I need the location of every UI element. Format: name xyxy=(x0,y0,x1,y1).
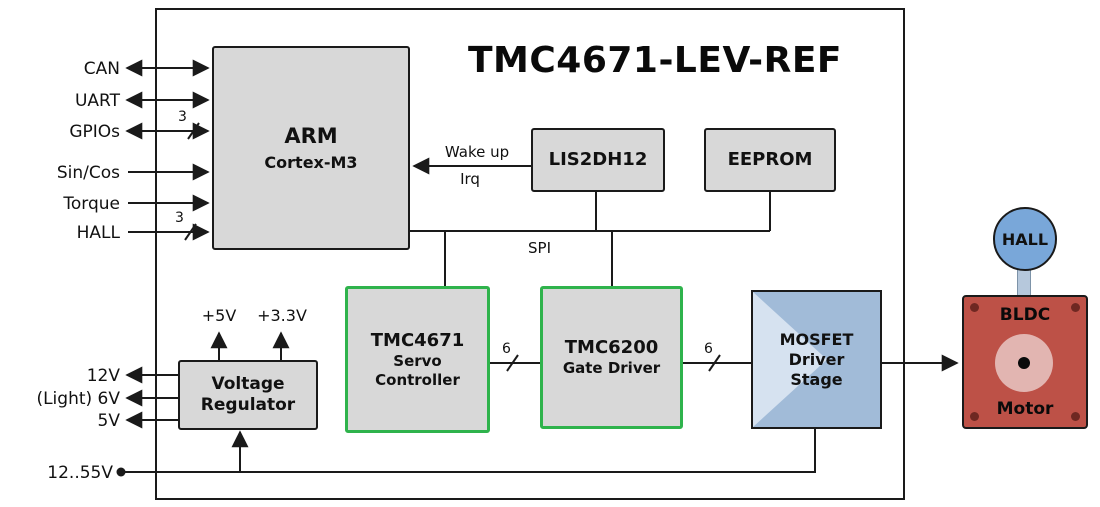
power-label-5v: 5V xyxy=(97,411,120,431)
supply-label: 12..55V xyxy=(47,463,113,483)
signal-label-can: CAN xyxy=(83,59,120,79)
tmc6200-title: TMC6200 xyxy=(564,336,659,358)
phase1-width-label: 6 xyxy=(502,341,511,357)
wakeup-label: Wake up xyxy=(444,143,510,161)
mosfet-title: MOSFET xyxy=(779,329,854,349)
signal-label-sincos: Sin/Cos xyxy=(56,163,120,183)
motor-shaft-icon xyxy=(995,334,1053,392)
tmc6200-line2: Gate Driver xyxy=(562,359,661,378)
rail-3v3-label: +3.3V xyxy=(257,306,307,325)
tmc4671-line3: Controller xyxy=(375,370,460,389)
irq-label: Irq xyxy=(460,170,480,188)
tmc6200-block: TMC6200 Gate Driver xyxy=(540,286,683,429)
signal-label-hall: HALL xyxy=(76,223,120,243)
signal-label-torque: Torque xyxy=(63,194,120,214)
bldc-motor: BLDC Motor xyxy=(962,295,1088,429)
motor-label-top: BLDC xyxy=(999,305,1051,325)
tmc4671-title: TMC4671 xyxy=(370,329,465,351)
slash-phase2 xyxy=(708,354,721,372)
spi-label: SPI xyxy=(528,239,551,257)
hall-sensor: HALL xyxy=(993,207,1057,271)
wire-supply xyxy=(121,428,816,473)
motor-label-bottom: Motor xyxy=(996,399,1054,419)
screw-dot xyxy=(1071,412,1080,421)
screw-dot xyxy=(1071,303,1080,312)
voltage-regulator-block: Voltage Regulator xyxy=(178,360,318,430)
power-label-12v: 12V xyxy=(86,366,120,386)
eeprom-label: EEPROM xyxy=(727,148,813,170)
signal-label-gpios: GPIOs xyxy=(69,122,120,142)
rail-5v-label: +5V xyxy=(201,306,237,325)
arm-title: ARM xyxy=(284,123,338,148)
signal-label-uart: UART xyxy=(74,91,120,111)
slash-phase1 xyxy=(506,354,519,372)
motor-axle-dot xyxy=(1018,357,1030,369)
diagram-title: TMC4671-LEV-REF xyxy=(467,40,843,81)
screw-dot xyxy=(970,412,979,421)
mosfet-line3: Stage xyxy=(790,369,843,389)
lis2dh12-block: LIS2DH12 xyxy=(531,128,665,192)
arm-block: ARM Cortex-M3 xyxy=(212,46,410,250)
vreg-line1: Voltage xyxy=(211,373,285,394)
screw-dot xyxy=(970,303,979,312)
vreg-line2: Regulator xyxy=(200,395,296,415)
tmc4671-line2: Servo xyxy=(393,352,442,370)
power-label-6v: (Light) 6V xyxy=(36,389,120,409)
lis2dh12-label: LIS2DH12 xyxy=(548,148,648,170)
slash-hall xyxy=(184,223,197,241)
phase2-width-label: 6 xyxy=(704,341,713,357)
mosfet-line2: Driver xyxy=(788,349,845,369)
mosfet-chevron-icon xyxy=(753,292,827,427)
hall-sensor-label: HALL xyxy=(1001,229,1049,249)
hall-width-label: 3 xyxy=(175,210,184,226)
slash-gpios xyxy=(187,122,200,140)
eeprom-block: EEPROM xyxy=(704,128,836,192)
tmc4671-block: TMC4671 Servo Controller xyxy=(345,286,490,433)
mosfet-block: MOSFET Driver Stage xyxy=(751,290,882,429)
gpios-width-label: 3 xyxy=(178,109,187,125)
arm-subtitle: Cortex-M3 xyxy=(264,153,358,173)
